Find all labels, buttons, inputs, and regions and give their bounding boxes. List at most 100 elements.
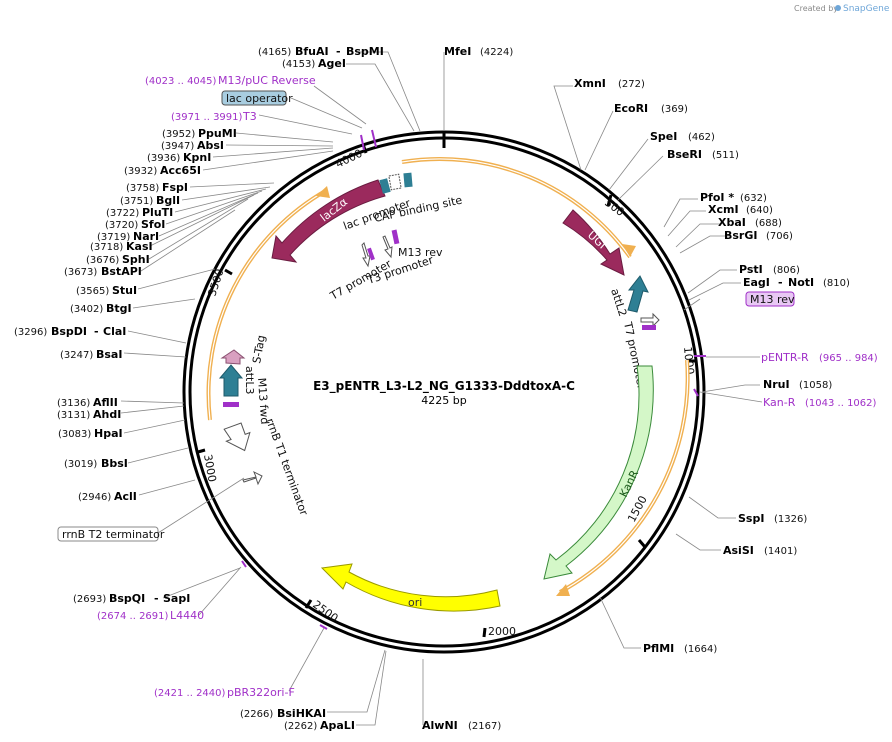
clai-dash: - <box>94 325 99 338</box>
lacza-feature <box>271 179 386 263</box>
t3-promoter-feature <box>382 235 393 259</box>
bbsi-pos: (3019) <box>64 459 97 470</box>
tick-label-3000: 3000 <box>201 453 219 483</box>
plasmid-name: E3_pENTR_L3-L2_NG_G1333-DddtoxA-C <box>313 379 575 394</box>
ugi-feature <box>562 209 625 276</box>
lac-operator-label: lac operator <box>226 92 293 105</box>
acli-label: AclI <box>114 490 137 503</box>
kanr-feature <box>543 365 654 580</box>
pluti-pos: (3722) <box>106 208 139 219</box>
bsai-pos: (3247) <box>60 350 93 361</box>
alwni-label: AlwNI <box>422 719 458 732</box>
t3-primer-site <box>360 134 365 151</box>
bfuai-pos: (4165) <box>258 47 291 58</box>
bsai-label: BsaI <box>96 348 122 361</box>
acli-pos: (2946) <box>78 492 111 503</box>
bseri-label: BseRI <box>667 148 702 161</box>
bstapi-pos: (3673) <box>64 267 97 278</box>
tick-label-2000: 2000 <box>488 625 516 638</box>
attl2-feature <box>627 275 649 313</box>
pluti-label: PluTI <box>142 206 173 219</box>
nrui-label: NruI <box>763 378 790 391</box>
credit-brand: SnapGene <box>843 4 890 14</box>
lac-promoter-feature <box>379 178 391 194</box>
rrnb-t2-label: rrnB T2 terminator <box>62 528 165 541</box>
noti-dash: - <box>778 276 783 289</box>
t7-promoter-inner-feature <box>361 242 371 268</box>
rrnb-t2-feature <box>242 470 263 486</box>
plasmid-size: 4225 bp <box>421 394 466 407</box>
mfei-pos: (4224) <box>480 47 513 58</box>
kanr-primer-range: (1043 .. 1062) <box>805 398 877 409</box>
kasi-pos: (3718) <box>90 242 123 253</box>
sapi-dash: - <box>154 592 159 605</box>
l4440-label: L4440 <box>170 609 204 622</box>
l4440-primer-site <box>241 560 247 568</box>
pflmi-pos: (1664) <box>684 644 717 655</box>
bspdi-pos: (3296) <box>14 327 47 338</box>
nrui-pos: (1058) <box>799 380 832 391</box>
stag-feature <box>220 349 246 365</box>
bspqi-label: BspQI <box>109 592 145 605</box>
stui-label: StuI <box>112 284 137 297</box>
sapi-label: SapI <box>163 592 190 605</box>
t3-range: (3971 .. 3991) <box>171 112 243 123</box>
bspdi-label: BspDI <box>51 325 87 338</box>
lac-operator-feature <box>388 173 402 191</box>
credit-text: Created by <box>794 4 838 13</box>
attl3-label: attL3 <box>243 366 256 395</box>
m13fwd-label: M13 fwd <box>255 377 271 424</box>
bsrgi-pos: (706) <box>766 231 793 242</box>
pflmi-label: PflMI <box>643 642 674 655</box>
bseri-pos: (511) <box>712 150 739 161</box>
bsrgi-label: BsrGI <box>724 229 757 242</box>
ppumi-label: PpuMI <box>198 127 237 140</box>
tick-label-3500: 3500 <box>205 267 226 298</box>
xcmi-pos: (640) <box>746 205 773 216</box>
tick-label-500: 500 <box>602 196 627 219</box>
rrnb-t1-feature <box>223 422 251 452</box>
btgi-pos: (3402) <box>70 304 103 315</box>
fspi-pos: (3758) <box>126 183 159 194</box>
aflii-label: AflII <box>93 396 118 409</box>
mfei-label: MfeI <box>444 45 471 58</box>
ori-label: ori <box>408 596 422 609</box>
fspi-label: FspI <box>162 181 188 194</box>
sspi-pos: (1326) <box>774 514 807 525</box>
attl2-label: attL2 <box>608 287 629 318</box>
spei-label: SpeI <box>650 130 677 143</box>
t7-promoter-right-feature <box>640 312 660 328</box>
snapgene-logo-icon <box>835 5 841 11</box>
pentr-label: pENTR-R <box>761 351 809 364</box>
bbsi-label: BbsI <box>101 457 128 470</box>
sspi-label: SspI <box>738 512 764 525</box>
absi-pos: (3947) <box>161 141 194 152</box>
apali-label: ApaLI <box>320 719 355 732</box>
sfoi-pos: (3720) <box>105 220 138 231</box>
kpni-pos: (3936) <box>147 153 180 164</box>
spei-pos: (462) <box>688 132 715 143</box>
lac-operator-box <box>221 90 287 106</box>
clai-label: ClaI <box>103 325 126 338</box>
bspmi-dash: - <box>336 45 341 58</box>
m13rev-box-label: M13 rev <box>750 293 795 306</box>
kpni-label: KpnI <box>183 151 211 164</box>
agei-pos: (4153) <box>282 59 315 70</box>
psti-pos: (806) <box>773 265 800 276</box>
bstapi-label: BstAPI <box>101 265 142 278</box>
bspmi-label: BspMI <box>346 45 384 58</box>
psti-label: PstI <box>739 263 763 276</box>
acc65i-label: Acc65I <box>160 164 201 177</box>
m13puc-range: (4023 .. 4045) <box>145 76 217 87</box>
attl3-feature <box>218 364 244 397</box>
btgi-label: BtgI <box>106 302 132 315</box>
eagi-label: EagI <box>743 276 770 289</box>
ecori-pos: (369) <box>661 104 688 115</box>
bsihkai-pos: (2266) <box>240 709 273 720</box>
rrnb-t1-label: rrnB T1 terminator <box>263 417 310 518</box>
m13rev-primer-marker <box>642 325 656 330</box>
bsihkai-label: BsiHKAI <box>277 707 326 720</box>
asisi-pos: (1401) <box>764 546 797 557</box>
pbr322-primer-site <box>319 624 328 630</box>
m13puc-label: M13/pUC Reverse <box>218 74 316 87</box>
